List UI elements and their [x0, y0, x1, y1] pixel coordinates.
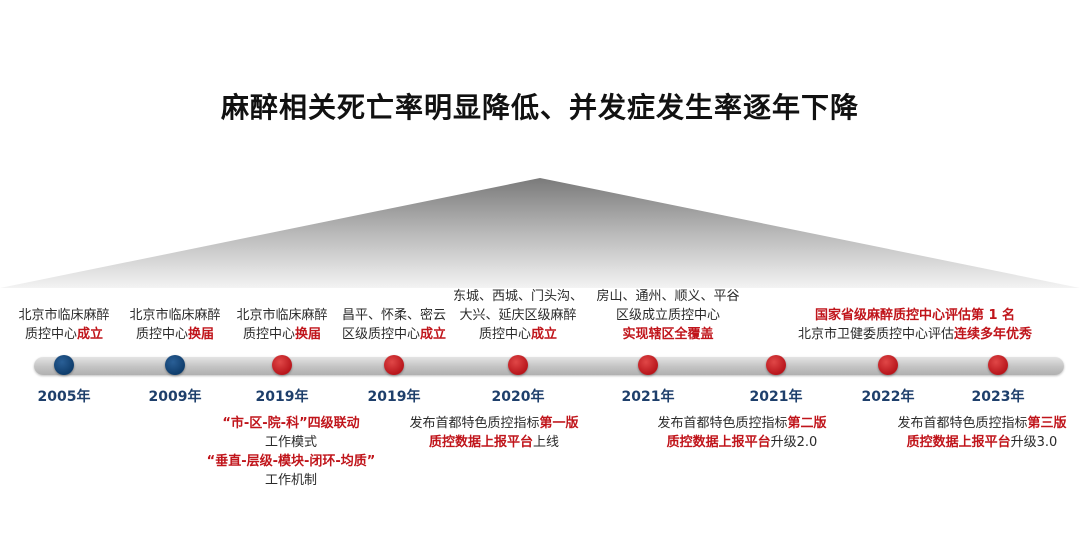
milestone-year: 2022年 — [861, 389, 915, 405]
milestone-text-line: 质控数据上报平台升级2.0 — [657, 433, 826, 452]
body-text: 质控中心 — [135, 327, 188, 342]
body-text: 工作机制 — [264, 473, 318, 488]
milestone-text-line: 质控中心换届 — [236, 325, 327, 344]
milestone-year: 2019年 — [255, 389, 309, 405]
page-title: 麻醉相关死亡率明显降低、并发症发生率逐年下降 — [220, 91, 859, 124]
body-text: 升级3.0 — [1010, 435, 1058, 450]
milestone-text-line: 大兴、延庆区级麻醉 — [453, 306, 583, 325]
body-text: 工作模式 — [264, 435, 318, 450]
highlight-text: 质控数据上报平台 — [666, 435, 771, 450]
body-text: 北京市临床麻醉 — [129, 308, 221, 323]
milestone-text-line: 发布首都特色质控指标第一版 — [409, 414, 578, 433]
milestone-year: 2019年 — [367, 389, 421, 405]
milestone-above-text: 北京市临床麻醉质控中心换届 — [129, 306, 220, 344]
milestone-above-text: 国家省级麻醉质控中心评估第 1 名北京市卫健委质控中心评估连续多年优秀 — [798, 306, 1032, 344]
milestone-below-text: 发布首都特色质控指标第一版质控数据上报平台上线 — [409, 414, 578, 452]
milestone-text-line: 昌平、怀柔、密云 — [342, 306, 446, 325]
milestone-dot — [638, 355, 658, 375]
milestone-above-text: 房山、通州、顺义、平谷区级成立质控中心实现辖区全覆盖 — [596, 287, 739, 344]
body-text: 升级2.0 — [770, 435, 818, 450]
body-text: 发布首都特色质控指标 — [409, 416, 540, 431]
milestone-dot — [165, 355, 185, 375]
milestone-text-line: 工作模式 — [207, 433, 376, 452]
milestone-dot — [508, 355, 528, 375]
highlight-text: 第三版 — [1027, 416, 1067, 431]
milestone-year: 2005年 — [37, 389, 91, 405]
highlight-text: “垂直-层级-模块-闭环-均质” — [206, 454, 376, 469]
milestone-dot — [54, 355, 74, 375]
milestone-text-line: 国家省级麻醉质控中心评估第 1 名 — [798, 306, 1032, 325]
body-text: 大兴、延庆区级麻醉 — [459, 308, 577, 323]
milestone-text-line: 质控数据上报平台上线 — [409, 433, 578, 452]
milestone-text-line: “市-区-院-科”四级联动 — [207, 414, 376, 433]
milestone-year: 2023年 — [971, 389, 1025, 405]
highlight-text: 质控数据上报平台 — [428, 435, 533, 450]
milestone-above-text: 昌平、怀柔、密云区级质控中心成立 — [342, 306, 446, 344]
highlight-text: 成立 — [420, 327, 447, 342]
milestone-below-text: 发布首都特色质控指标第三版质控数据上报平台升级3.0 — [897, 414, 1066, 452]
milestone-dot — [878, 355, 898, 375]
milestone-text-line: 北京市临床麻醉 — [129, 306, 220, 325]
highlight-text: 成立 — [530, 327, 558, 342]
milestone-text-line: 发布首都特色质控指标第三版 — [897, 414, 1066, 433]
highlight-text: 换届 — [294, 327, 322, 342]
milestone-text-line: 质控中心成立 — [18, 325, 109, 344]
milestone-above-text: 东城、西城、门头沟、大兴、延庆区级麻醉质控中心成立 — [453, 287, 583, 344]
milestone-text-line: 实现辖区全覆盖 — [596, 325, 739, 344]
milestone-year: 2021年 — [621, 389, 675, 405]
highlight-text: 国家省级麻醉质控中心评估第 1 名 — [814, 308, 1016, 323]
milestone-text-line: 东城、西城、门头沟、 — [453, 287, 583, 306]
highlight-text: 第一版 — [539, 416, 579, 431]
milestone-dot — [988, 355, 1008, 375]
milestone-text-line: 工作机制 — [207, 471, 376, 490]
milestone-text-line: 质控中心换届 — [129, 325, 220, 344]
body-text: 东城、西城、门头沟、 — [452, 289, 584, 304]
body-text: 质控中心 — [24, 327, 77, 342]
milestone-below-text: “市-区-院-科”四级联动工作模式 “垂直-层级-模块-闭环-均质” 工作机制 — [207, 414, 376, 490]
milestone-above-text: 北京市临床麻醉质控中心成立 — [18, 306, 109, 344]
highlight-text: 连续多年优秀 — [954, 327, 1033, 342]
highlight-text: 实现辖区全覆盖 — [622, 327, 714, 342]
highlight-text: “市-区-院-科”四级联动 — [222, 416, 360, 431]
highlight-text: 质控数据上报平台 — [906, 435, 1011, 450]
milestone-text-line: 北京市临床麻醉 — [236, 306, 327, 325]
milestone-text-line: 房山、通州、顺义、平谷 — [596, 287, 739, 306]
milestone-dot — [272, 355, 292, 375]
milestone-above-text: 北京市临床麻醉质控中心换届 — [236, 306, 327, 344]
body-text: 房山、通州、顺义、平谷 — [596, 289, 740, 304]
milestone-text-line: 北京市临床麻醉 — [18, 306, 109, 325]
body-text: 北京市临床麻醉 — [18, 308, 110, 323]
body-text: 区级质控中心 — [341, 327, 420, 342]
highlight-text: 成立 — [76, 327, 104, 342]
milestone-text-line: “垂直-层级-模块-闭环-均质” — [207, 452, 376, 471]
body-text: 发布首都特色质控指标 — [897, 416, 1028, 431]
milestone-year: 2020年 — [491, 389, 545, 405]
milestone-text-line: 北京市卫健委质控中心评估连续多年优秀 — [798, 325, 1032, 344]
body-text: 上线 — [533, 435, 560, 450]
timeline-track — [34, 357, 1064, 375]
milestone-text-line: 质控数据上报平台升级3.0 — [897, 433, 1066, 452]
body-text: 质控中心 — [478, 327, 531, 342]
body-text: 昌平、怀柔、密云 — [341, 308, 446, 323]
milestone-year: 2021年 — [749, 389, 803, 405]
milestone-text-line: 发布首都特色质控指标第二版 — [657, 414, 826, 433]
milestone-below-text: 发布首都特色质控指标第二版质控数据上报平台升级2.0 — [657, 414, 826, 452]
body-text: 北京市卫健委质控中心评估 — [797, 327, 954, 342]
highlight-text: 换届 — [187, 327, 215, 342]
milestone-dot — [766, 355, 786, 375]
body-text: 北京市临床麻醉 — [236, 308, 328, 323]
milestone-text-line: 区级质控中心成立 — [342, 325, 446, 344]
body-text: 质控中心 — [242, 327, 295, 342]
milestone-dot — [384, 355, 404, 375]
milestone-year: 2009年 — [148, 389, 202, 405]
body-text: 区级成立质控中心 — [615, 308, 721, 323]
highlight-text: 第二版 — [787, 416, 827, 431]
milestone-text-line: 质控中心成立 — [453, 325, 583, 344]
milestone-text-line: 区级成立质控中心 — [596, 306, 739, 325]
mountain-shape — [0, 178, 1080, 288]
body-text: 发布首都特色质控指标 — [657, 416, 788, 431]
